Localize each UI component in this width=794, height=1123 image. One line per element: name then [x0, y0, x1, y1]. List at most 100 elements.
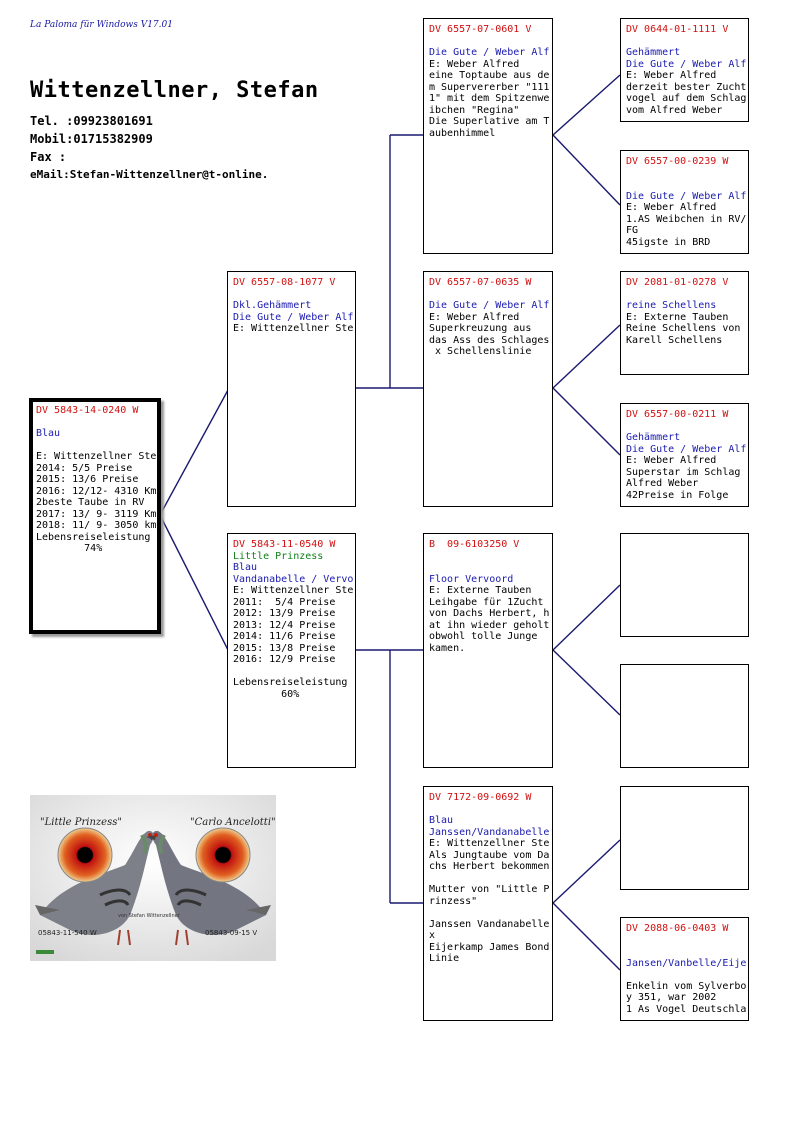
owner-mobile: Mobil:01715382909	[30, 132, 153, 146]
pedigree-line: 1" mit dem Spitzenwe	[429, 93, 550, 104]
pedigree-ds-dam	[620, 664, 749, 768]
pedigree-line	[429, 907, 552, 919]
pedigree-line: Blau	[36, 428, 61, 439]
pedigree-line: E: Weber Alfred	[429, 58, 520, 70]
owner-fax: Fax :	[30, 150, 67, 164]
pedigree-line: DV 6557-00-0211 W	[626, 409, 729, 420]
pedigree-line: obwohl tolle Junge	[429, 631, 538, 642]
pedigree-line: at ihn wieder geholt	[429, 619, 550, 631]
photo-right-name: "Carlo Ancelotti"	[190, 817, 276, 828]
pedigree-line	[429, 551, 552, 563]
pedigree-line: 2016: 12/12- 4310 Km	[36, 485, 157, 497]
pedigree-line: 2012: 13/9 Preise	[233, 608, 336, 619]
pedigree-line	[429, 562, 552, 574]
right-pigeon	[146, 830, 271, 946]
pedigree-line: Reine Schellens von	[626, 323, 741, 334]
pedigree-line: DV 5843-14-0240 W	[36, 405, 139, 416]
pedigree-line: chs Herbert bekommen	[429, 861, 550, 872]
pedigree-line: 60%	[233, 688, 300, 700]
pedigree-line: E: Wittenzellner Ste	[429, 838, 550, 849]
pedigree-line: Die Gute / Weber Alf	[429, 47, 550, 58]
pedigree-line: vom Alfred Weber	[626, 104, 723, 116]
pedigree-line: 2014: 5/5 Preise	[36, 462, 133, 474]
pedigree-line	[626, 421, 748, 433]
pedigree-line: das Ass des Schlages	[429, 334, 550, 346]
pedigree-line: Lebensreiseleistung	[233, 677, 348, 688]
pedigree-line: DV 6557-08-1077 V	[233, 277, 336, 288]
pedigree-line: Die Gute / Weber Alf	[626, 190, 747, 202]
pedigree-line	[429, 289, 552, 301]
pedigree-line: E: Weber Alfred	[626, 455, 717, 466]
pedigree-line: Karell Schellens	[626, 334, 723, 346]
photo-center-text: von Stefan Wittenzellner	[118, 913, 181, 919]
pedigree-line	[233, 289, 355, 301]
pedigree-line: 2018: 11/ 9- 3050 km	[36, 520, 157, 531]
pedigree-line: Dkl.Gehämmert	[233, 300, 312, 311]
pedigree-line: 2beste Taube in RV	[36, 497, 145, 508]
pedigree-line: Blau	[429, 815, 454, 826]
pedigree-line: DV 6557-07-0601 V	[429, 24, 532, 35]
pedigree-line: 1.AS Weibchen in RV/	[626, 213, 747, 225]
software-label: La Paloma für Windows V17.01	[30, 20, 173, 30]
pedigree-line: E: Weber Alfred	[626, 70, 717, 81]
pedigree-line: B 09-6103250 V	[429, 539, 520, 550]
pedigree-line: Janssen/Vandanabelle	[429, 826, 550, 838]
pigeon-photo: "Little Prinzess" "Carlo Ancelotti" 0584…	[30, 795, 276, 961]
pedigree-line: von Dachs Herbert, h	[429, 608, 550, 619]
pedigree-line: Als Jungtaube vom Da	[429, 849, 550, 861]
pedigree-line: 45igste in BRD	[626, 236, 711, 248]
pedigree-line: x Schellenslinie	[429, 346, 532, 357]
pedigree-line: x	[429, 930, 436, 941]
pedigree-line	[626, 168, 748, 180]
pedigree-line: Blau	[233, 562, 258, 573]
pedigree-line: rinzess"	[429, 895, 478, 907]
pedigree-line: Die Gute / Weber Alf	[429, 300, 550, 311]
pedigree-line: Lebensreiseleistung	[36, 531, 151, 543]
pedigree-line: DV 2081-01-0278 V	[626, 277, 729, 288]
pedigree-line: DV 7172-09-0692 W	[429, 792, 532, 803]
pedigree-line: E: Wittenzellner Ste	[233, 585, 354, 596]
pedigree-line: Die Superlative am T	[429, 116, 550, 127]
pedigree-line: DV 2088-06-0403 W	[626, 923, 729, 934]
pedigree-line: Gehämmert	[626, 432, 681, 443]
pedigree-line	[429, 36, 552, 48]
pedigree-line	[233, 666, 355, 678]
pedigree-line	[626, 36, 748, 48]
pedigree-line: 1 As Vogel Deutschla	[626, 1003, 747, 1015]
pedigree-line: E: Externe Tauben	[429, 585, 532, 596]
pedigree-line	[626, 946, 748, 958]
pedigree-line: Floor Vervoord	[429, 573, 514, 585]
pedigree-line: eine Toptaube aus de	[429, 70, 550, 81]
pedigree-line	[429, 873, 552, 885]
left-pigeon	[35, 830, 160, 946]
pedigree-line: Die Gute / Weber Alf	[626, 58, 747, 70]
pedigree-line: Mutter von "Little P	[429, 884, 550, 895]
owner-tel: Tel. :09923801691	[30, 114, 153, 128]
pedigree-line: E: Wittenzellner Ste	[233, 323, 354, 334]
pedigree-line: Little Prinzess	[233, 550, 324, 562]
pedigree-line: aubenhimmel	[429, 127, 496, 139]
pedigree-line: Die Gute / Weber Alf	[626, 443, 747, 455]
pedigree-line	[626, 179, 748, 191]
photo-left-ring: 05843-11-540 W	[38, 929, 97, 937]
pedigree-line: kamen.	[429, 642, 466, 654]
pedigree-line: DV 6557-07-0635 W	[429, 277, 532, 288]
owner-email: eMail:Stefan-Wittenzellner@t-online.	[30, 168, 269, 181]
pedigree-line: 2015: 13/6 Preise	[36, 474, 139, 485]
pedigree-line: ibchen "Regina"	[429, 104, 520, 116]
pedigree-line: DV 6557-00-0239 W	[626, 156, 729, 167]
pedigree-line: Jansen/Vanbelle/Eije	[626, 957, 747, 969]
pedigree-line: vogel auf dem Schlag	[626, 93, 747, 104]
photo-left-name: "Little Prinzess"	[40, 817, 122, 828]
pedigree-line: derzeit bester Zucht	[626, 81, 747, 93]
